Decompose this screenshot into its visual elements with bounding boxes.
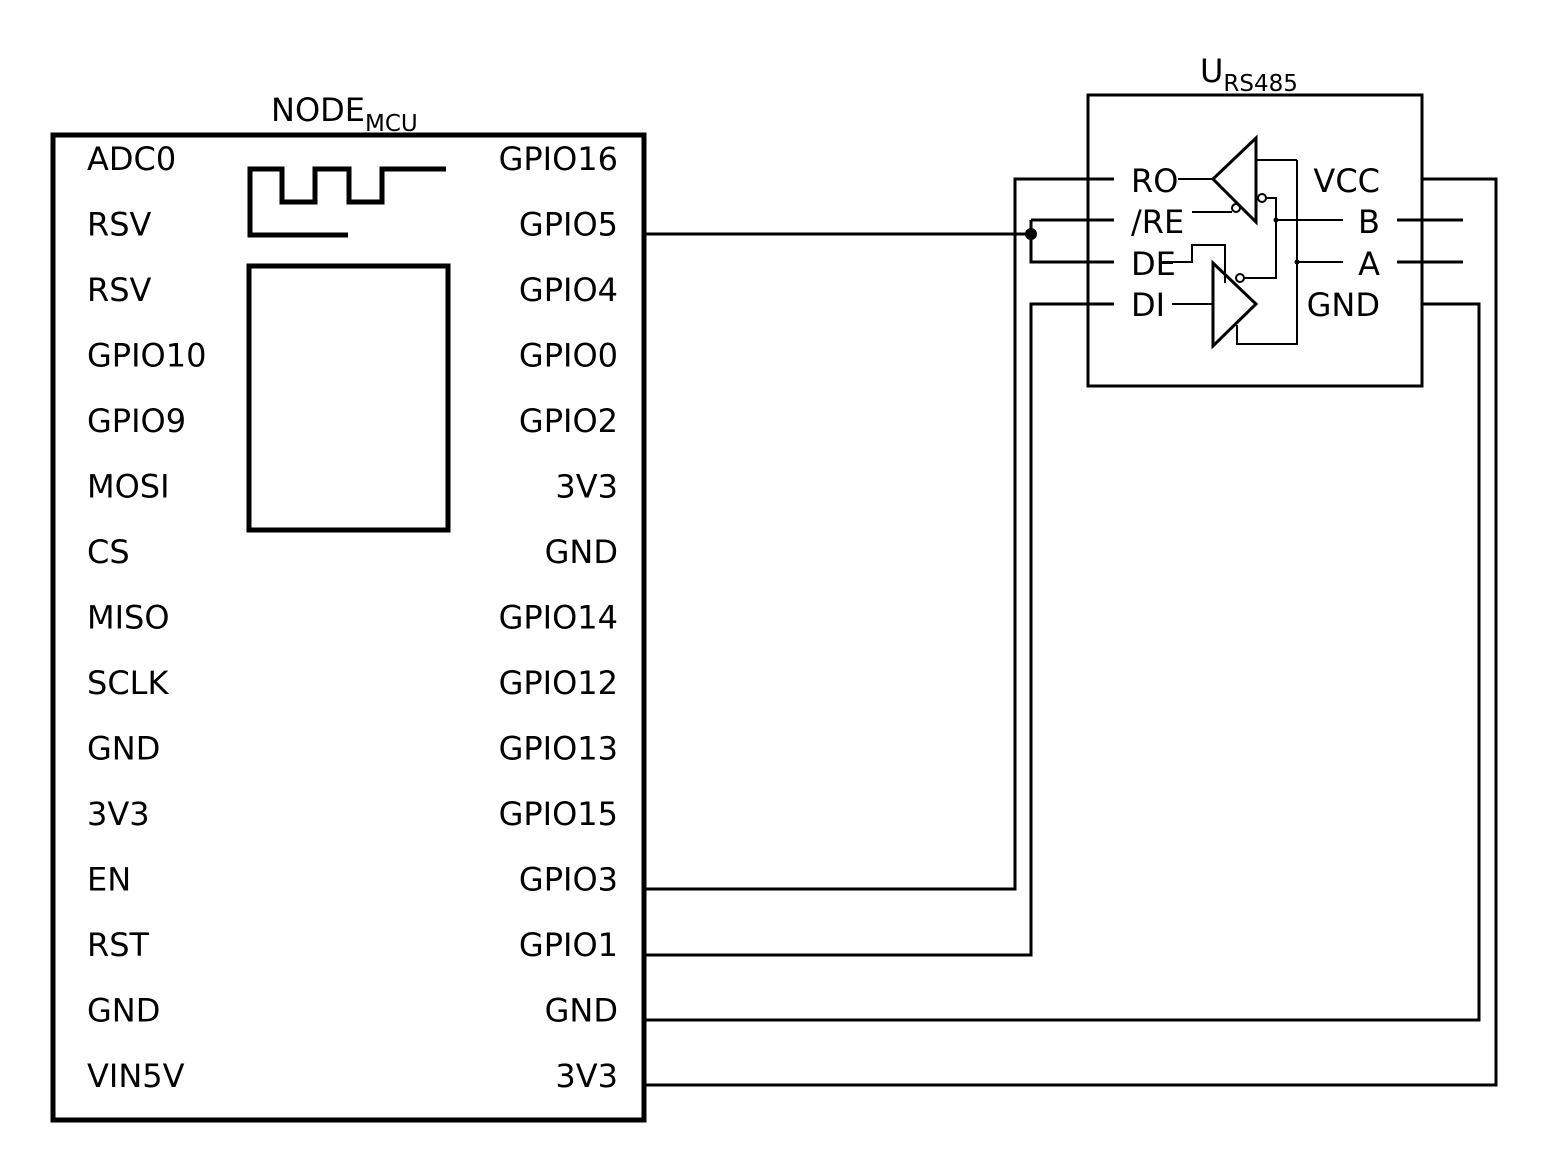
antenna-trace-icon xyxy=(247,166,446,238)
nodemcu-left-pin-cs: CS xyxy=(87,533,130,571)
rs485-pin-gnd: GND xyxy=(1307,286,1380,324)
rs485-pin-a: A xyxy=(1358,245,1380,283)
rs485-outline xyxy=(1086,93,1424,388)
nodemcu-right-pin-labels: GPIO16GPIO5GPIO4GPIO0GPIO23V3GNDGPIO14GP… xyxy=(499,140,618,1095)
nodemcu-right-pin-gpio16: GPIO16 xyxy=(499,140,618,178)
nodemcu-right-pin-gnd: GND xyxy=(545,533,618,571)
nodemcu-right-pin-3v3: 3V3 xyxy=(555,1057,618,1095)
nodemcu-left-pin-rst: RST xyxy=(87,926,150,964)
wire-gpio3-ro xyxy=(644,177,1114,891)
nodemcu-left-pin-mosi: MOSI xyxy=(87,468,170,506)
nodemcu-left-pin-3v3: 3V3 xyxy=(87,795,150,833)
nodemcu-left-pin-en: EN xyxy=(87,861,131,899)
nodemcu-outline xyxy=(50,132,647,1123)
nodemcu-left-pin-gnd: GND xyxy=(87,992,160,1030)
rs485-title-subscript: RS485 xyxy=(1223,71,1297,97)
rs485-pin-re: /RE xyxy=(1131,203,1184,241)
nodemcu-right-pin-gpio0: GPIO0 xyxy=(519,337,618,375)
receiver-buffer-icon xyxy=(1178,134,1297,226)
nodemcu-right-pin-gpio12: GPIO12 xyxy=(499,664,618,702)
nodemcu-right-pin-gpio2: GPIO2 xyxy=(519,402,618,440)
rs485-pin-b: B xyxy=(1358,203,1380,241)
nodemcu-left-pin-adc0: ADC0 xyxy=(87,140,176,178)
rs485-pin-de: DE xyxy=(1131,245,1176,283)
nodemcu-right-pin-3v3: 3V3 xyxy=(555,468,618,506)
nodemcu-left-pin-rsv: RSV xyxy=(87,271,152,309)
nodemcu-right-pin-gpio5: GPIO5 xyxy=(519,206,618,244)
rs485-title-main: U xyxy=(1200,52,1223,90)
driver-buffer-icon xyxy=(1160,160,1300,350)
nodemcu-left-pin-rsv: RSV xyxy=(87,206,152,244)
wire-gpio5-re-de xyxy=(644,218,1114,264)
nodemcu-left-pin-gpio9: GPIO9 xyxy=(87,402,186,440)
nodemcu-title-subscript: MCU xyxy=(365,111,418,137)
nodemcu-left-pin-vin5v: VIN5V xyxy=(87,1057,185,1095)
nodemcu-right-pin-gpio3: GPIO3 xyxy=(519,861,618,899)
nodemcu-right-pin-gnd: GND xyxy=(545,992,618,1030)
nodemcu-right-pin-gpio15: GPIO15 xyxy=(499,795,618,833)
rs485-pin-di: DI xyxy=(1131,286,1165,324)
nodemcu-title: NODEMCU xyxy=(271,91,418,137)
rs485-pin-vcc: VCC xyxy=(1313,162,1380,200)
wire-gnd-gnd xyxy=(644,302,1481,1022)
nodemcu-right-pin-gpio1: GPIO1 xyxy=(519,926,618,964)
rs485-pin-ro: RO xyxy=(1131,162,1178,200)
nodemcu-right-pin-gpio4: GPIO4 xyxy=(519,271,618,309)
nodemcu-left-pin-gpio10: GPIO10 xyxy=(87,337,206,375)
nodemcu-right-pin-gpio14: GPIO14 xyxy=(499,599,618,637)
rs485-title: URS485 xyxy=(1200,52,1298,97)
esp-module-shield xyxy=(246,263,451,533)
wire-3v3-vcc xyxy=(644,177,1498,1087)
junction-dot xyxy=(1025,228,1037,240)
nodemcu-left-pin-gnd: GND xyxy=(87,730,160,768)
nodemcu-left-pin-miso: MISO xyxy=(87,599,170,637)
nodemcu-right-pin-gpio13: GPIO13 xyxy=(499,730,618,768)
wire-gpio1-di xyxy=(644,302,1114,957)
nodemcu-title-main: NODE xyxy=(271,91,365,129)
nodemcu-left-pin-sclk: SCLK xyxy=(87,664,169,702)
rs485-transceiver: URS485 RO /RE DE DI VCC B A GND xyxy=(1086,52,1463,388)
wiring xyxy=(644,177,1498,1087)
